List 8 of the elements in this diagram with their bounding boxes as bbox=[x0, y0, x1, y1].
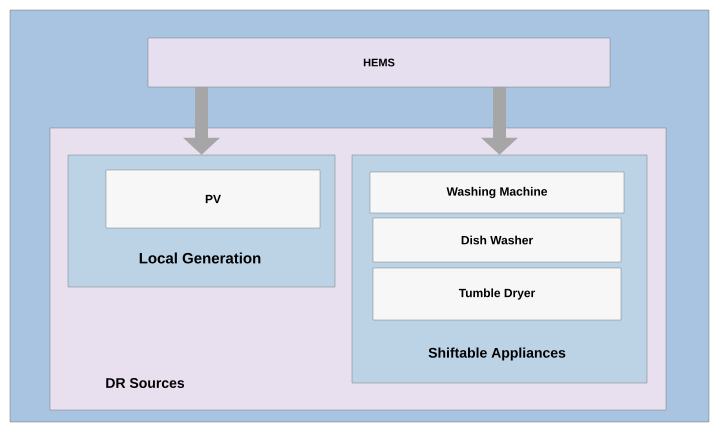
item-box: Washing Machine bbox=[370, 172, 624, 214]
system-box: HEMS bbox=[148, 38, 610, 88]
panel-title: DR Sources bbox=[106, 378, 184, 388]
item-box: PV bbox=[106, 170, 320, 228]
item-box: Dish Washer bbox=[372, 218, 622, 262]
item-box: Tumble Dryer bbox=[372, 268, 622, 320]
panel-title: Local Generation bbox=[140, 252, 260, 264]
panel-title: Shiftable Appliances bbox=[428, 347, 566, 361]
